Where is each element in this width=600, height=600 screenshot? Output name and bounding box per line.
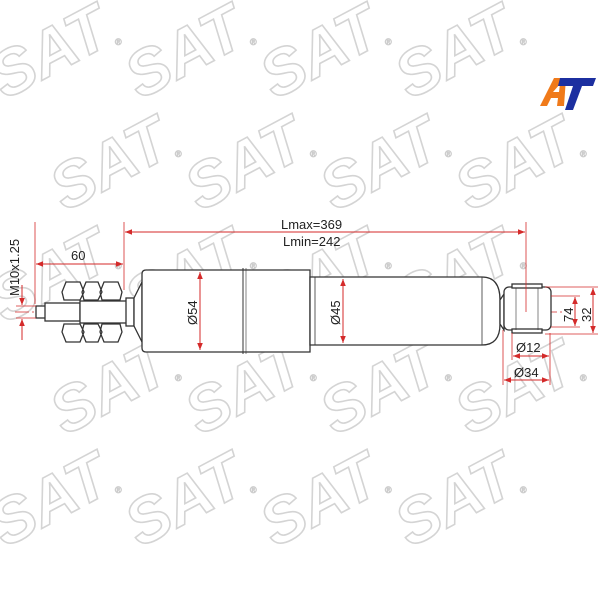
- dim-eye: [502, 286, 598, 385]
- bushing-inner-label: Ø12: [516, 340, 541, 355]
- lmin-label: Lmin=242: [283, 234, 340, 249]
- piston-rod: [35, 281, 143, 343]
- registered-mark: ®: [310, 373, 317, 383]
- registered-mark: ®: [250, 485, 257, 495]
- watermark-text: SAT: [383, 437, 530, 561]
- bump-stop: [61, 281, 123, 343]
- dim-thread: [16, 285, 36, 340]
- lmax-label: Lmax=369: [281, 217, 342, 232]
- registered-mark: ®: [175, 149, 182, 159]
- at-logo: [540, 78, 596, 110]
- rod-length-label: 60: [71, 248, 85, 263]
- watermark-text: SAT: [248, 437, 395, 561]
- registered-mark: ®: [520, 485, 527, 495]
- thread-label: M10x1.25: [7, 239, 22, 296]
- watermark-text: SAT: [0, 0, 125, 112]
- inner-diameter-label: Ø45: [328, 300, 343, 325]
- registered-mark: ®: [250, 37, 257, 47]
- registered-mark: ®: [175, 373, 182, 383]
- bushing-outer-label: Ø34: [514, 365, 539, 380]
- registered-mark: ®: [580, 149, 587, 159]
- mounting-eye: [499, 283, 552, 334]
- registered-mark: ®: [310, 149, 317, 159]
- registered-mark: ®: [580, 373, 587, 383]
- watermark-text: SAT: [383, 0, 530, 112]
- eye-height-label: 32: [579, 308, 594, 322]
- outer-tube: [141, 268, 311, 354]
- registered-mark: ®: [115, 37, 122, 47]
- eye-width-label: 74: [561, 308, 576, 322]
- registered-mark: ®: [385, 261, 392, 271]
- dim-rod-length: [34, 222, 123, 304]
- registered-mark: ®: [385, 37, 392, 47]
- watermark-text: SAT: [248, 0, 395, 112]
- watermark-text: SAT: [113, 437, 260, 561]
- registered-mark: ®: [445, 149, 452, 159]
- registered-mark: ®: [520, 261, 527, 271]
- watermark-text: SAT: [173, 101, 320, 225]
- registered-mark: ®: [250, 261, 257, 271]
- watermark-text: SAT: [113, 0, 260, 112]
- dim-lmax: [123, 222, 527, 312]
- registered-mark: ®: [445, 373, 452, 383]
- registered-mark: ®: [115, 485, 122, 495]
- outer-diameter-label: Ø54: [185, 300, 200, 325]
- watermark-text: SAT: [308, 101, 455, 225]
- registered-mark: ®: [520, 37, 527, 47]
- watermark-text: SAT: [443, 101, 590, 225]
- registered-mark: ®: [385, 485, 392, 495]
- watermark-text: SAT: [0, 437, 125, 561]
- watermark-text: SAT: [38, 101, 185, 225]
